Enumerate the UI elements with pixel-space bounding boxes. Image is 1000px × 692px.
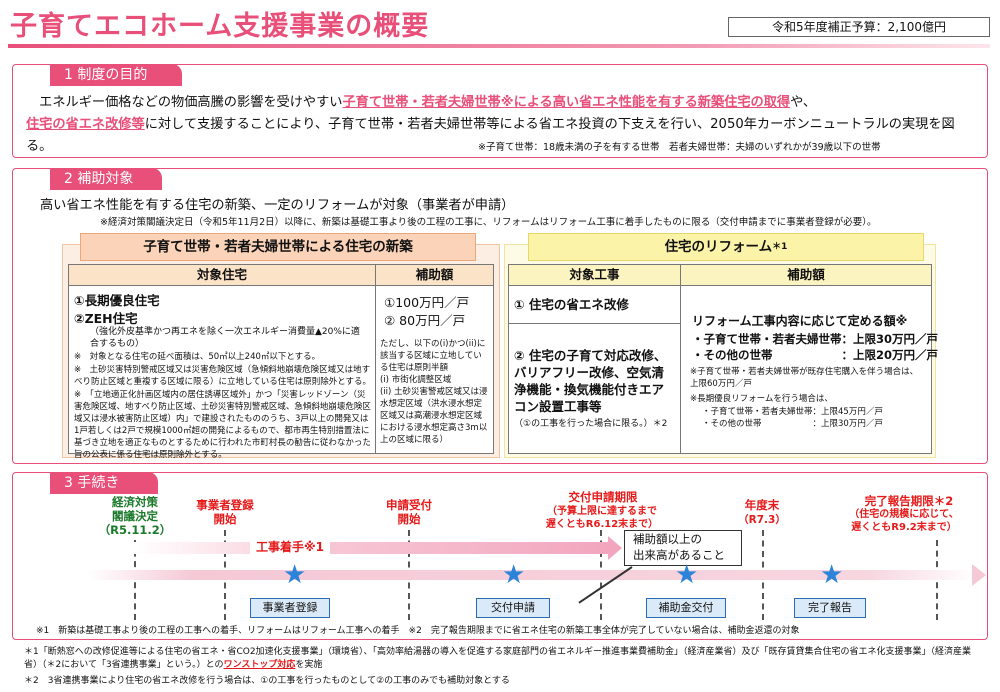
construction-arrow-label: 工事着手※1	[250, 538, 331, 555]
step-grant: 補助金交付	[646, 598, 726, 618]
newbuild-item2: ②ZEH住宅	[74, 311, 138, 326]
section1-box	[12, 64, 988, 158]
section1-note: ※子育て世帯：18歳未満の子を有する世帯 若者夫婦世帯：夫婦のいずれかが39歳以…	[478, 142, 881, 153]
star-icon: ★	[675, 560, 699, 590]
table-divider	[375, 265, 376, 453]
newbuild-heading: 子育て世帯・若者夫婦世帯による住宅の新築	[80, 233, 476, 261]
star-icon: ★	[820, 560, 844, 590]
reform-amount-note3: ・子育て世帯・若者夫婦世帯：上限45万円／戸	[702, 407, 883, 417]
section2-lead: 高い省エネ性能を有する住宅の新築、一定のリフォームが対象（事業者が申請）	[40, 198, 515, 213]
reform-heading-text: 住宅のリフォーム	[664, 239, 773, 255]
section1-paragraph: エネルギー価格などの物価高騰の影響を受けやすい子育て世帯・若者夫婦世帯※による高…	[26, 92, 976, 158]
reform-amount-1: ・子育て世帯・若者夫婦世帯：上限30万円／戸	[692, 332, 939, 346]
reform-col-amount: 補助額	[681, 265, 931, 286]
s1-highlight-2: 住宅の省エネ改修等	[26, 117, 145, 132]
milestone-completion: 完了報告期限＊2	[864, 494, 954, 508]
milestone-cabinet: 経済対策 閣議決定 （R5.11.2）	[98, 495, 172, 537]
construction-arrow-head	[608, 536, 622, 560]
step-completion: 完了報告	[794, 598, 866, 618]
reform-amount-head: リフォーム工事内容に応じて定める額※	[692, 314, 908, 328]
timeline-arrowhead	[972, 564, 986, 586]
section3-box	[12, 472, 988, 640]
reform-amount-2: ・その他の世帯 ：上限20万円／戸	[692, 348, 939, 362]
newbuild-note2: ※ 土砂災害特別警戒区域又は災害危険区域（急傾斜地崩壊危険区域又は地すべり防止区…	[74, 365, 371, 387]
reform-col-work: 対象工事	[509, 265, 680, 286]
footnote-3: ＊2 3省連携事業により住宅の省エネ改修を行う場合は、①の工事を行ったものとして…	[24, 676, 510, 686]
reform-amount-note2: ※長期優良リフォームを行う場合は、	[690, 394, 833, 404]
tl-line-6	[936, 540, 938, 620]
milestone-deadline: 交付申請期限	[568, 490, 638, 504]
construction-arrow	[134, 542, 610, 554]
newbuild-table	[68, 264, 494, 454]
reform-work1: ① 住宅の省エネ改修	[514, 297, 629, 312]
s1-highlight-1: 子育て世帯・若者夫婦世帯※による高い省エネ性能を有する新築住宅の取得	[342, 95, 791, 110]
section2-tab: 2 補助対象	[50, 168, 162, 190]
newbuild-col-target: 対象住宅	[69, 265, 375, 286]
newbuild-col-amount: 補助額	[376, 265, 493, 286]
newbuild-item1: ①長期優良住宅	[74, 293, 160, 308]
section2-box	[12, 168, 988, 464]
milestone-application-start: 申請受付 開始	[386, 498, 432, 526]
section3-tab: 3 手続き	[50, 472, 158, 494]
milestone-fiscal-end-date: （R7.3）	[738, 514, 786, 526]
milestone-fiscal-end: 年度末	[744, 498, 780, 512]
reform-col-divider	[680, 265, 681, 453]
newbuild-amount2: ② 80万円／戸	[384, 313, 466, 328]
reform-heading: 住宅のリフォーム＊1	[528, 233, 924, 261]
footnote-2-c: を実施	[295, 660, 323, 670]
budget-badge: 令和5年度補正予算：2,100億円	[728, 17, 990, 37]
tl-line-1	[134, 540, 136, 620]
footnote-2-a: ＊1「断熱窓への改修促進等による住宅の省エネ・省CO2加速化支援事業」（環境省）…	[24, 647, 972, 670]
newbuild-item2-sub: （強化外皮基準かつ再エネを除く一次エネルギー消費量▲20%に適合するもの）	[90, 327, 360, 349]
section1-tab: 1 制度の目的	[50, 64, 182, 86]
step-registration: 事業者登録	[250, 598, 330, 618]
milestone-deadline-detail: （予算上限に達するまで 遅くともR6.12末まで）	[545, 506, 659, 530]
section2-note: ※経済対策閣議決定日（令和5年11月2日）以降に、新築は基礎工事より後の工程の工…	[100, 217, 877, 228]
newbuild-amount-note: ただし、以下の(i)かつ(ii)に該当する区域に立地している住宅は原則半額 (i…	[380, 339, 488, 445]
newbuild-note1: ※ 対象となる住宅の延べ面積は、50㎡以上240㎡以下とする。	[74, 352, 321, 362]
reform-row-divider	[509, 323, 680, 324]
milestone-registration: 事業者登録 開始	[196, 498, 254, 526]
footnote-2-b: ワンストップ対応	[223, 660, 296, 670]
reform-table	[508, 264, 932, 454]
reform-work2: ② 住宅の子育て対応改修、バリアフリー改修、空気清浄機能・換気機能付きエアコン設…	[514, 348, 667, 414]
step-application: 交付申請	[476, 598, 550, 618]
s1-text-c: や、	[790, 95, 817, 110]
reform-heading-mark: ＊1	[772, 242, 788, 252]
callout-box: 補助額以上の 出来高があること	[624, 530, 742, 566]
newbuild-amount1: ①100万円／戸	[384, 295, 470, 310]
s1-text-a: エネルギー価格などの物価高騰の影響を受けやすい	[26, 95, 343, 110]
star-icon: ★	[502, 560, 526, 590]
milestone-completion-detail: （住宅の規模に応じて、 遅くともR9.2末まで）	[849, 509, 959, 533]
title-underline	[8, 44, 990, 48]
s1-text-e: に対して支援することにより、子育て世帯・若者夫婦世帯等による省エネ投資の下支えを…	[26, 117, 955, 154]
reform-amount-note4: ・その他の世帯 ：上限30万円／戸	[702, 419, 883, 429]
footnote-2: ＊1「断熱窓への改修促進等による住宅の省エネ・省CO2加速化支援事業」（環境省）…	[24, 646, 984, 672]
timeline-track	[88, 570, 976, 580]
footnote-1: ※1 新築は基礎工事より後の工程の工事への着手、リフォームはリフォーム工事への着…	[36, 626, 800, 636]
page-title: 子育てエコホーム支援事業の概要	[10, 11, 430, 42]
newbuild-note3: ※ 「立地適正化計画区域内の居住誘導区域外」かつ「災害レッドゾーン（災害危険区域…	[74, 390, 371, 460]
star-icon: ★	[283, 560, 307, 590]
reform-work2-note: （①の工事を行った場合に限る。）＊2	[514, 419, 668, 429]
reform-amount-note1: ※子育て世帯・若者夫婦世帯が既存住宅購入を伴う場合は、上限60万円／戸	[690, 367, 919, 389]
